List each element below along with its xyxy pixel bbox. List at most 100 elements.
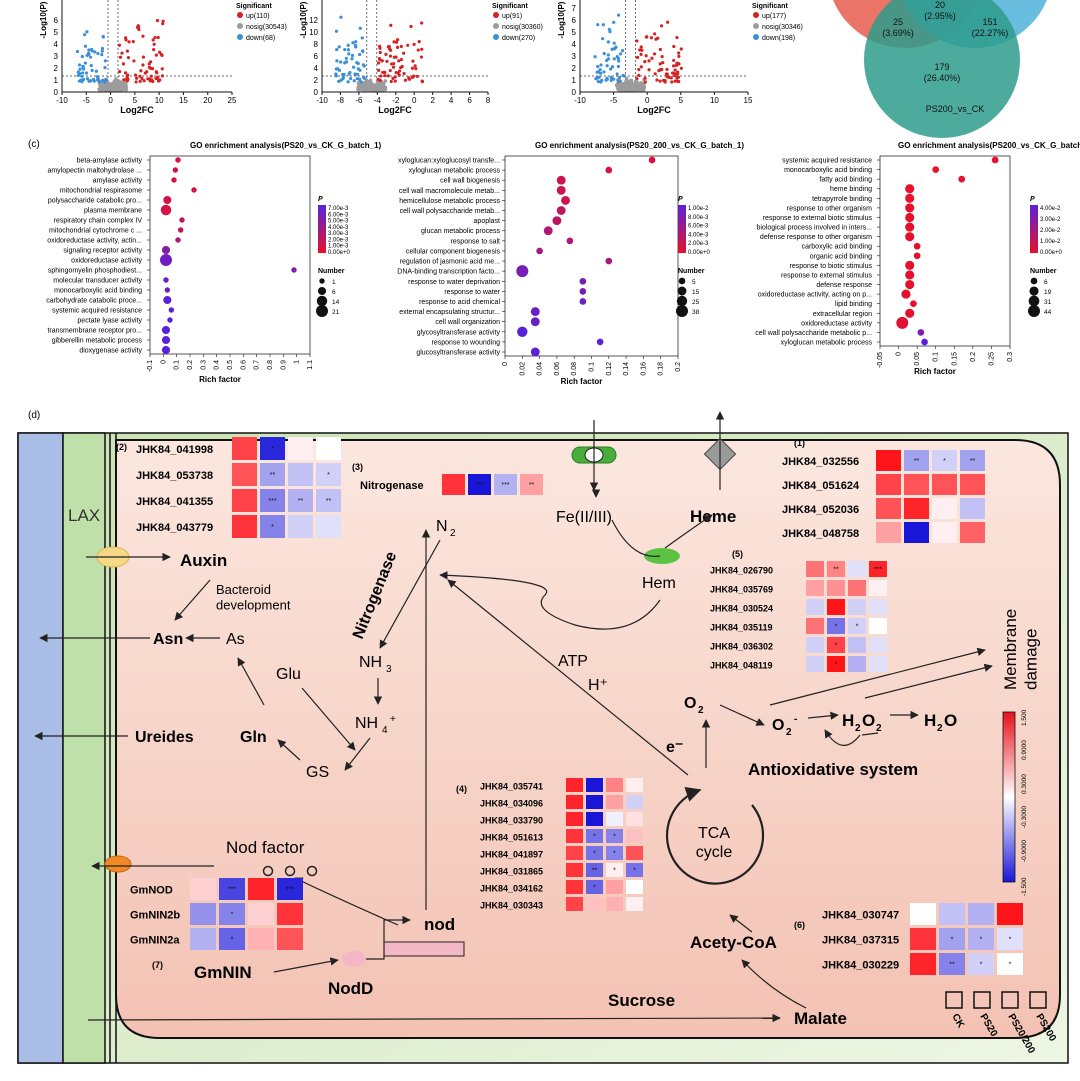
heatmap-id: (3) bbox=[352, 462, 363, 472]
nod-gene-box bbox=[383, 941, 465, 957]
volcano-point-down bbox=[100, 46, 105, 51]
go-x-tick: 0.8 bbox=[267, 360, 274, 370]
volcano-y-tick: 4 bbox=[572, 40, 577, 49]
volcano-point-down bbox=[346, 43, 350, 47]
go-bubble bbox=[905, 260, 915, 270]
volcano-point-up bbox=[672, 64, 676, 68]
heatmap-cell bbox=[288, 437, 313, 460]
volcano-point-up bbox=[384, 52, 388, 56]
volcano-point-up bbox=[675, 79, 679, 83]
volcano-point-up bbox=[677, 62, 681, 66]
volcano-point-down bbox=[79, 78, 83, 82]
volcano-point-up bbox=[391, 65, 396, 69]
volcano-point-up bbox=[157, 50, 162, 54]
volcano-point-nosig bbox=[104, 83, 108, 87]
go-bubble bbox=[291, 267, 297, 273]
heatmap-cell bbox=[876, 474, 901, 495]
volcano-point-down bbox=[346, 48, 351, 52]
heatmap-gene-label: JHK84_035119 bbox=[710, 623, 773, 633]
volcano-point-down bbox=[353, 72, 357, 76]
venn-circle-bottom bbox=[864, 0, 1020, 138]
go-x-tick: 0.6 bbox=[240, 360, 247, 370]
volcano-y-tick: 0 bbox=[54, 88, 59, 97]
go-bubble bbox=[171, 177, 177, 183]
volcano-point-down bbox=[602, 70, 606, 74]
volcano-x-tick: -5 bbox=[610, 96, 618, 105]
volcano-point-up bbox=[131, 40, 135, 44]
heatmap-gene-label: JHK84_041998 bbox=[136, 444, 213, 456]
heatmap-gene-label: JHK84_051613 bbox=[480, 833, 543, 843]
nod-gene-label: nod bbox=[424, 915, 455, 934]
volcano-legend-marker bbox=[753, 34, 759, 40]
volcano-point-down bbox=[596, 23, 600, 27]
go-x-tick: 0.15 bbox=[951, 352, 958, 366]
heatmap-cell bbox=[626, 846, 643, 860]
go-chart-1: GO enrichment analysis(PS20_vs_CK_G_batc… bbox=[46, 141, 381, 384]
volcano-point-down bbox=[361, 63, 365, 67]
volcano-point-nosig bbox=[374, 87, 378, 91]
go-legend-n-label: 1 bbox=[332, 279, 336, 286]
volcano-point-nosig bbox=[122, 87, 126, 91]
volcano-point-down bbox=[605, 64, 609, 68]
go-term-label: respiratory chain complex IV bbox=[54, 218, 143, 225]
volcano-point-down bbox=[620, 49, 625, 53]
volcano-point-up bbox=[391, 76, 395, 80]
svg-text:O: O bbox=[684, 695, 696, 712]
volcano-point-down bbox=[344, 56, 348, 60]
heatmap-cell bbox=[566, 778, 583, 792]
volcano-point-down bbox=[596, 79, 600, 84]
volcano-point-up bbox=[419, 55, 424, 59]
go-term-label: response to external stimulus bbox=[781, 272, 873, 279]
go-bubble bbox=[179, 217, 185, 223]
heatmap-cell bbox=[869, 580, 887, 596]
volcano-point-up bbox=[412, 42, 416, 46]
volcano-point-nosig bbox=[383, 79, 387, 83]
volcano-point-up bbox=[650, 56, 654, 60]
h-label: H⁺ bbox=[588, 677, 608, 694]
volcano-point-up bbox=[676, 70, 680, 74]
heatmap-cell bbox=[876, 450, 901, 471]
volcano-point-up bbox=[414, 67, 418, 71]
antioxidative-label: Antioxidative system bbox=[748, 760, 918, 779]
volcano-point-nosig bbox=[113, 78, 118, 82]
heatmap-significance: * bbox=[327, 472, 330, 479]
go-bubble bbox=[905, 308, 915, 318]
volcano-point-nosig bbox=[98, 87, 102, 91]
go-x-label: Rich factor bbox=[914, 367, 956, 376]
go-legend-p-tick: 4.00e-2 bbox=[1040, 206, 1061, 212]
heatmap-cell bbox=[848, 618, 866, 634]
volcano-point-up bbox=[673, 72, 677, 76]
volcano-point-nosig bbox=[109, 87, 114, 91]
heatmap-significance: ** bbox=[592, 868, 598, 875]
volcano-y-tick: 4 bbox=[314, 64, 319, 73]
heatmap-significance: *** bbox=[286, 887, 294, 894]
heatmap-cell bbox=[468, 474, 491, 495]
volcano-point-up bbox=[132, 59, 136, 63]
heatmap-gene-label: GmNIN2a bbox=[130, 935, 180, 947]
volcano-point-nosig bbox=[636, 84, 640, 88]
volcano-legend-item: up(110) bbox=[246, 13, 270, 20]
volcano-point-up bbox=[120, 51, 124, 55]
heatmap-cell bbox=[869, 599, 887, 615]
volcano-y-label: -Log10(P) bbox=[557, 1, 566, 38]
volcano-point-down bbox=[334, 29, 339, 33]
volcano-point-up bbox=[156, 35, 160, 40]
volcano-point-down bbox=[358, 77, 362, 81]
heatmap-id: (4) bbox=[456, 784, 467, 794]
volcano-point-nosig bbox=[368, 78, 373, 82]
volcano-x-tick: 6 bbox=[467, 96, 472, 105]
heatmap-gene-label: JHK84_033790 bbox=[480, 816, 543, 826]
gln-label: Gln bbox=[240, 729, 267, 746]
go-x-label: Rich factor bbox=[561, 377, 603, 386]
volcano-point-up bbox=[653, 32, 657, 36]
go-x-tick: -0.1 bbox=[147, 360, 154, 372]
heatmap-gene-label: JHK84_036302 bbox=[710, 642, 773, 652]
nod-transporter bbox=[104, 855, 132, 873]
heatmap-cell bbox=[997, 928, 1023, 950]
heatmap-cell bbox=[626, 880, 643, 894]
volcano-point-up bbox=[152, 48, 156, 52]
root-column-blue bbox=[17, 432, 64, 1064]
